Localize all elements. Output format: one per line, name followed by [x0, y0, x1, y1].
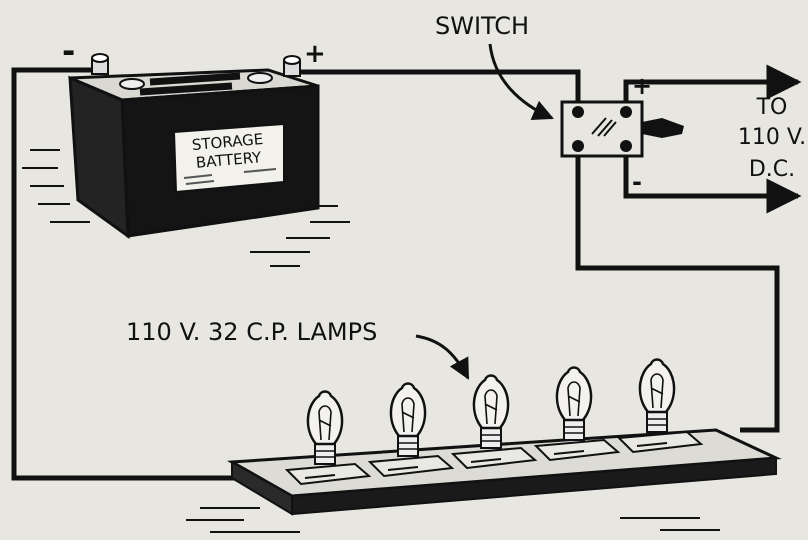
switch-blade-hatch [591, 117, 617, 137]
lamp-bulb-icon [616, 358, 704, 454]
battery-terminal-positive [283, 55, 301, 77]
supply-label-line1: TO [756, 95, 788, 120]
battery-label-fineprint [183, 168, 277, 185]
switch-contact-icon [572, 140, 584, 152]
lamps-label: 110 V. 32 C.P. LAMPS [126, 318, 377, 346]
lamp-group [284, 358, 704, 486]
supply-label-line2: 110 V. [738, 125, 806, 150]
switch-handle-icon [642, 118, 684, 138]
battery-label-plate [172, 122, 285, 194]
battery-terminal-negative [91, 53, 109, 75]
switch-label: SWITCH [435, 12, 529, 40]
switch: SWITCH [435, 12, 684, 158]
wire-switch-to-lamps [575, 152, 780, 433]
supply-minus-sign: - [632, 168, 642, 196]
lamp-bulb-icon [450, 374, 538, 470]
lamp-board [186, 358, 782, 533]
lamp-bulb-icon [533, 366, 621, 462]
battery-cap-icon [119, 78, 145, 90]
battery-label-line2: BATTERY [195, 148, 263, 172]
lamp-bulb-icon [284, 390, 372, 486]
lamp-bulb-icon [367, 382, 455, 478]
lamp-board-side [231, 460, 293, 516]
wire-supply-minus [623, 152, 802, 214]
battery-cap-icon [247, 72, 273, 84]
supply-labels: + - TO 110 V. D.C. [632, 72, 806, 196]
wire-positive-to-switch [289, 68, 581, 104]
lamps-pointer-arrow [415, 334, 470, 380]
battery-side [68, 75, 130, 240]
battery-plus-sign: + [304, 39, 326, 69]
switch-contact-icon [620, 106, 632, 118]
lamp-board-ground-hatch [186, 507, 720, 533]
wire-supply-plus [623, 64, 802, 104]
battery-minus-sign: - [62, 32, 75, 70]
storage-battery: STORAGE BATTERY - + [22, 32, 350, 267]
supply-plus-sign: + [632, 72, 652, 100]
battery-strap-icon [139, 72, 241, 96]
switch-pointer-arrow [488, 43, 554, 121]
switch-contact-icon [620, 140, 632, 152]
supply-label-line3: D.C. [749, 157, 795, 182]
switch-contact-icon [572, 106, 584, 118]
